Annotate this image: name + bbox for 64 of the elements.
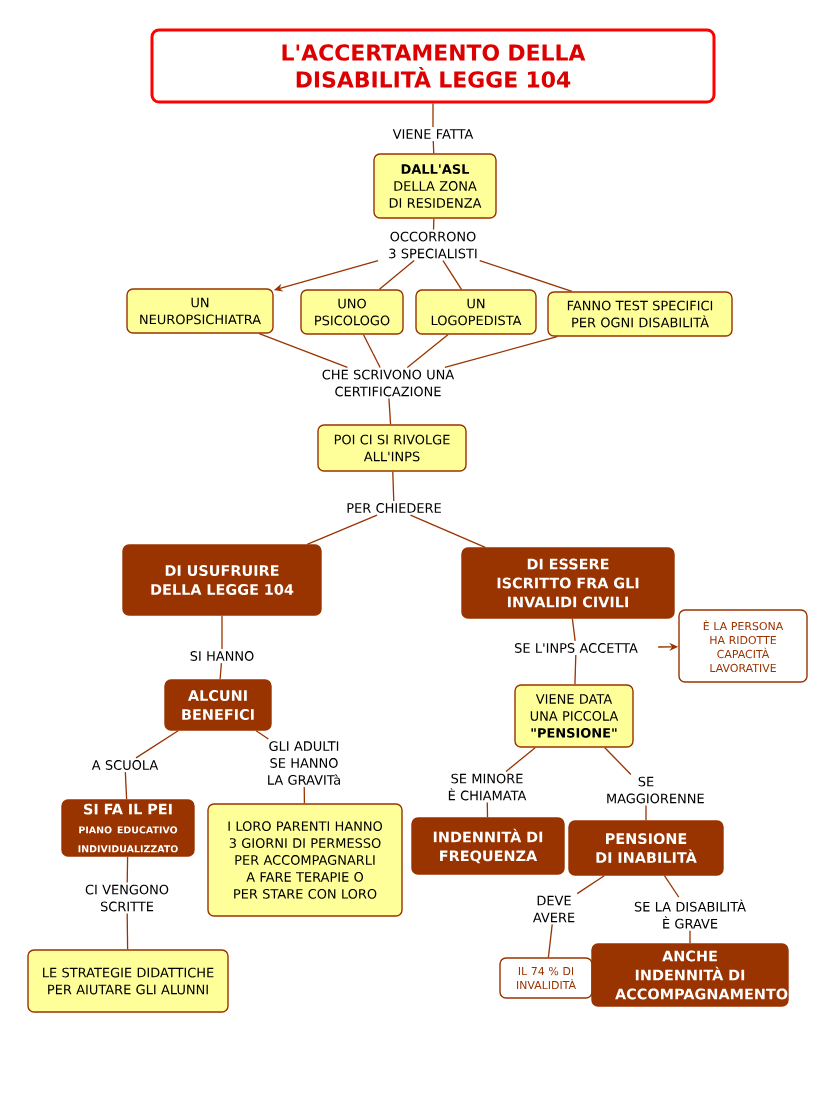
linking-phrase: SI HANNO: [190, 651, 254, 661]
connector-line: [432, 140, 435, 154]
connector-line: [409, 514, 486, 548]
highlight-box: DI USUFRUIRE DELLA LEGGE 104: [122, 544, 322, 616]
connector-line: [689, 930, 691, 944]
connector-line: [388, 397, 392, 425]
linking-phrase: A SCUOLA: [91, 760, 159, 770]
connector-line: [135, 730, 179, 759]
connector-line: [574, 654, 577, 685]
connector-line: [442, 259, 463, 290]
linking-phrase: SE MINORE È CHIAMATA: [448, 773, 527, 801]
linking-phrase: CI VENGONO SCRITTE: [85, 884, 169, 912]
linking-phrase: OCCORRONO 3 SPECIALISTI: [389, 231, 477, 259]
note-box: È LA PERSONA HA RIDOTTE CAPACITÀ LAVORATIVE: [678, 609, 808, 683]
highlight-box: PENSIONE DI INABILITÀ: [568, 820, 724, 876]
concept-box: POI CI SI RIVOLGE ALL'INPS: [317, 424, 467, 472]
highlight-box: INDENNITÀ DI FREQUENZA: [411, 817, 565, 875]
connector-line: [392, 471, 395, 502]
connector-line: [571, 618, 576, 642]
concept-box: VIENE DATA UNA PICCOLA "PENSIONE": [514, 684, 634, 748]
connector-line: [432, 102, 434, 128]
connector-line: [306, 514, 378, 545]
linking-phrase: GLI ADULTI SE HANNO LA GRAVITà: [268, 741, 340, 785]
title-box: L'ACCERTAMENTO DELLA DISABILITÀ LEGGE 104: [150, 28, 716, 104]
connector-line: [258, 333, 349, 369]
linking-phrase: DEVE AVERE: [532, 895, 575, 923]
connector-line: [219, 662, 223, 680]
linking-phrase: SE LA DISABILITÀ È GRAVE: [634, 899, 746, 929]
note-box: IL 74 % DI INVALIDITÀ: [499, 957, 593, 999]
connector-line: [303, 786, 306, 804]
connector-line: [505, 747, 536, 773]
concept-box: I LORO PARENTI HANNO 3 GIORNI DI PERMESSO PER ACCOMPAGNARLI A FARE TERAPIE O PER STARE CON LORO: [207, 803, 403, 917]
linking-phrase: SE MAGGIORENNE: [607, 776, 704, 804]
connector-line: [479, 259, 573, 292]
linking-phrase: CHE SCRIVONO UNA CERTIFICAZIONE: [322, 369, 455, 397]
connector-line: [432, 218, 435, 231]
connector-line: [221, 615, 223, 650]
concept-box: FANNO TEST SPECIFICI PER OGNI DISABILITÀ: [547, 291, 733, 337]
connector-line: [547, 923, 553, 958]
linking-phrase: PER CHIEDERE: [347, 503, 441, 513]
connector-line: [126, 912, 129, 950]
concept-box: UN LOGOPEDISTA: [415, 289, 537, 335]
linking-phrase: VIENE FATTA: [392, 129, 474, 139]
concept-box: DALL'ASL DELLA ZONA DI RESIDENZA: [373, 153, 497, 219]
highlight-box: DI ESSERE ISCRITTO FRA GLI INVALIDI CIVILI: [461, 547, 675, 619]
highlight-box: SI FA IL PEI PIANO EDUCATIVO INDIVIDUALIZZATO: [61, 799, 195, 857]
connector-line: [486, 801, 489, 818]
connector-line: [604, 747, 632, 776]
highlight-box: ANCHE INDENNITÀ DI ACCOMPAGNAMENTO: [591, 943, 789, 1007]
connector-line: [255, 730, 270, 740]
linking-phrase: SE L'INPS ACCETTA: [515, 643, 638, 653]
connector-line: [645, 804, 647, 821]
concept-box: UNO PSICOLOGO: [300, 289, 404, 335]
connector-line: [576, 875, 605, 895]
concept-box: LE STRATEGIE DIDATTICHE PER AIUTARE GLI ALUNNI: [27, 949, 229, 1013]
connector-line: [663, 875, 680, 898]
highlight-box: ALCUNI BENEFICI: [164, 679, 272, 731]
connector-line: [124, 771, 128, 800]
connector-line: [126, 856, 129, 884]
connector-line: [444, 336, 558, 369]
connector-line: [406, 334, 449, 369]
concept-box: UN NEUROPSICHIATRA: [126, 288, 274, 334]
connector-line: [378, 259, 415, 290]
connector-line: [362, 334, 381, 369]
